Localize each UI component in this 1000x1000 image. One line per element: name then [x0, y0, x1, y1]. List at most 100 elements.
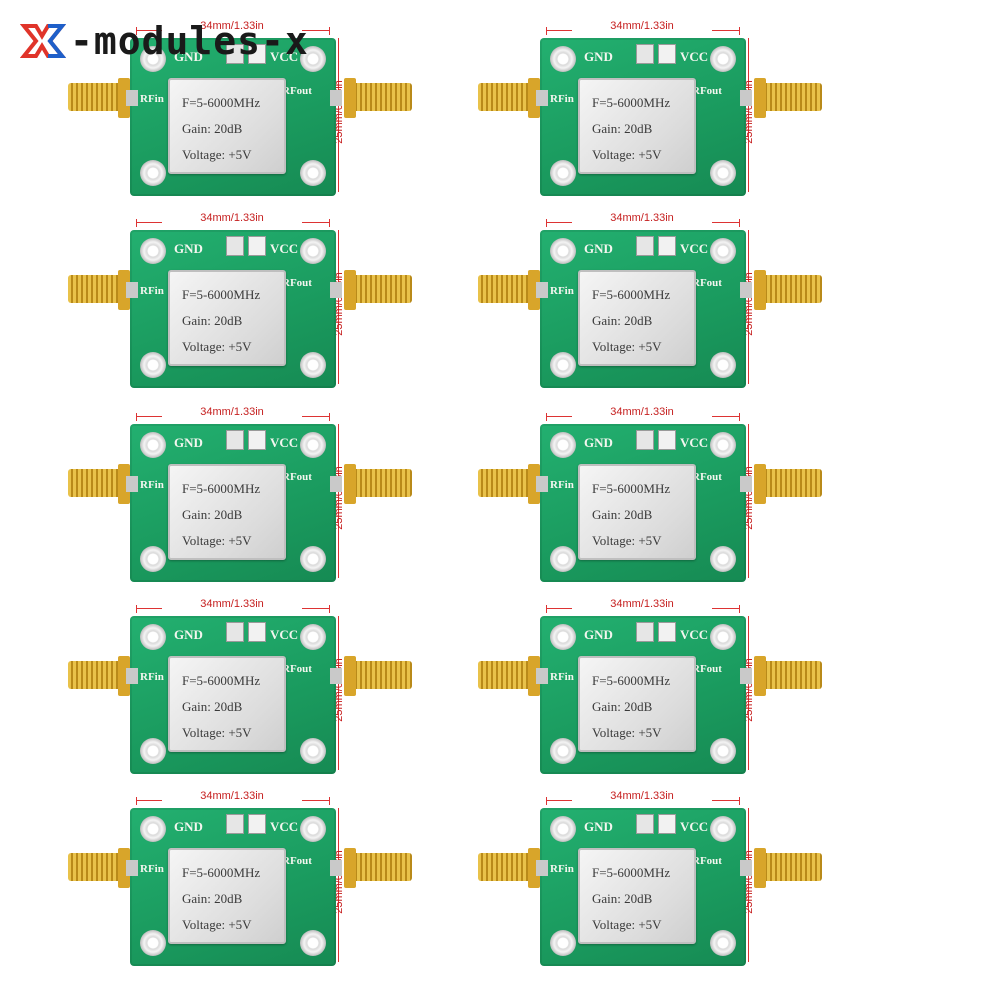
output-solder-tab — [330, 282, 342, 298]
output-solder-tab — [740, 90, 752, 106]
output-solder-tab — [330, 668, 342, 684]
height-dimension-line — [748, 424, 750, 578]
mounting-hole — [300, 930, 326, 956]
output-solder-tab — [330, 860, 342, 876]
input-solder-tab — [536, 860, 548, 876]
amplifier-module: 34mm/1.33in 25mm/0.98in GND VCC RFin RFo… — [472, 584, 892, 774]
pcb-board: GND VCC RFin RFout F=5-6000MHz Gain: 20d… — [540, 808, 746, 966]
gain-text: Gain: 20dB — [182, 891, 243, 906]
rf-shield-can: F=5-6000MHz Gain: 20dB Voltage: +5V — [168, 78, 286, 174]
rfin-label: RFin — [550, 479, 574, 491]
rf-input-sma-connector — [68, 83, 126, 111]
height-dimension-line — [338, 616, 340, 770]
mounting-hole — [550, 238, 576, 264]
rf-input-connector-body — [118, 848, 130, 888]
height-dimension-line — [338, 230, 340, 384]
rf-shield-can: F=5-6000MHz Gain: 20dB Voltage: +5V — [578, 78, 696, 174]
rf-input-connector-body — [118, 78, 130, 118]
rfin-label: RFin — [140, 93, 164, 105]
gnd-label: GND — [584, 627, 613, 642]
gnd-label: GND — [584, 819, 613, 834]
gain-text: Gain: 20dB — [182, 313, 243, 328]
gain-text: Gain: 20dB — [592, 699, 653, 714]
rf-output-sma-connector — [352, 661, 412, 689]
rf-shield-can: F=5-6000MHz Gain: 20dB Voltage: +5V — [578, 848, 696, 944]
frequency-text: F=5-6000MHz — [592, 865, 671, 880]
input-solder-tab — [126, 476, 138, 492]
gnd-label: GND — [584, 241, 613, 256]
voltage-text: Voltage: +5V — [182, 725, 252, 740]
rf-output-connector-body — [344, 464, 356, 504]
mounting-hole — [300, 432, 326, 458]
rf-output-connector-body — [754, 464, 766, 504]
gnd-pad — [226, 236, 244, 256]
mounting-hole — [140, 238, 166, 264]
input-solder-tab — [126, 90, 138, 106]
mounting-hole — [550, 930, 576, 956]
pcb-board: GND VCC RFin RFout F=5-6000MHz Gain: 20d… — [130, 38, 336, 196]
mounting-hole — [550, 816, 576, 842]
frequency-text: F=5-6000MHz — [182, 481, 261, 496]
mounting-hole — [710, 352, 736, 378]
rfout-label: RFout — [692, 855, 722, 867]
width-dimension-label: 34mm/1.33in — [162, 406, 302, 418]
gain-text: Gain: 20dB — [592, 891, 653, 906]
gnd-pad — [226, 814, 244, 834]
rf-input-connector-body — [528, 464, 540, 504]
vcc-pad — [248, 236, 266, 256]
mounting-hole — [550, 738, 576, 764]
vcc-pad — [248, 622, 266, 642]
output-solder-tab — [740, 668, 752, 684]
width-dimension-label: 34mm/1.33in — [162, 212, 302, 224]
mounting-hole — [550, 624, 576, 650]
pcb-board: GND VCC RFin RFout F=5-6000MHz Gain: 20d… — [130, 808, 336, 966]
mounting-hole — [550, 352, 576, 378]
rf-output-sma-connector — [352, 83, 412, 111]
voltage-text: Voltage: +5V — [592, 339, 662, 354]
rf-input-connector-body — [118, 656, 130, 696]
mounting-hole — [140, 930, 166, 956]
gnd-label: GND — [174, 627, 203, 642]
vcc-pad — [248, 44, 266, 64]
rf-shield-can: F=5-6000MHz Gain: 20dB Voltage: +5V — [578, 656, 696, 752]
pcb-board: GND VCC RFin RFout F=5-6000MHz Gain: 20d… — [540, 230, 746, 388]
pcb-board: GND VCC RFin RFout F=5-6000MHz Gain: 20d… — [540, 38, 746, 196]
voltage-text: Voltage: +5V — [592, 533, 662, 548]
rf-input-sma-connector — [68, 661, 126, 689]
mounting-hole — [140, 160, 166, 186]
frequency-text: F=5-6000MHz — [592, 287, 671, 302]
mounting-hole — [710, 930, 736, 956]
frequency-text: F=5-6000MHz — [182, 865, 261, 880]
voltage-text: Voltage: +5V — [592, 917, 662, 932]
mounting-hole — [710, 738, 736, 764]
gnd-pad — [226, 44, 244, 64]
rf-output-connector-body — [344, 848, 356, 888]
mounting-hole — [550, 432, 576, 458]
width-dimension-label: 34mm/1.33in — [572, 790, 712, 802]
rf-input-connector-body — [528, 848, 540, 888]
vcc-label: VCC — [680, 241, 709, 256]
vcc-pad — [248, 814, 266, 834]
gain-text: Gain: 20dB — [592, 507, 653, 522]
width-dimension-label: 34mm/1.33in — [572, 20, 712, 32]
rf-output-connector-body — [754, 656, 766, 696]
mounting-hole — [300, 624, 326, 650]
mounting-hole — [710, 816, 736, 842]
mounting-hole — [140, 352, 166, 378]
mounting-hole — [300, 160, 326, 186]
mounting-hole — [710, 624, 736, 650]
vcc-pad — [658, 814, 676, 834]
width-dimension-label: 34mm/1.33in — [162, 790, 302, 802]
input-solder-tab — [126, 860, 138, 876]
rfin-label: RFin — [550, 285, 574, 297]
rf-input-connector-body — [528, 78, 540, 118]
frequency-text: F=5-6000MHz — [182, 673, 261, 688]
rf-output-sma-connector — [352, 853, 412, 881]
width-dimension-label: 34mm/1.33in — [162, 20, 302, 32]
height-dimension-line — [338, 424, 340, 578]
mounting-hole — [710, 238, 736, 264]
amplifier-module: 34mm/1.33in 25mm/0.98in GND VCC RFin RFo… — [472, 6, 892, 196]
mounting-hole — [710, 160, 736, 186]
output-solder-tab — [740, 282, 752, 298]
rf-input-sma-connector — [478, 661, 536, 689]
